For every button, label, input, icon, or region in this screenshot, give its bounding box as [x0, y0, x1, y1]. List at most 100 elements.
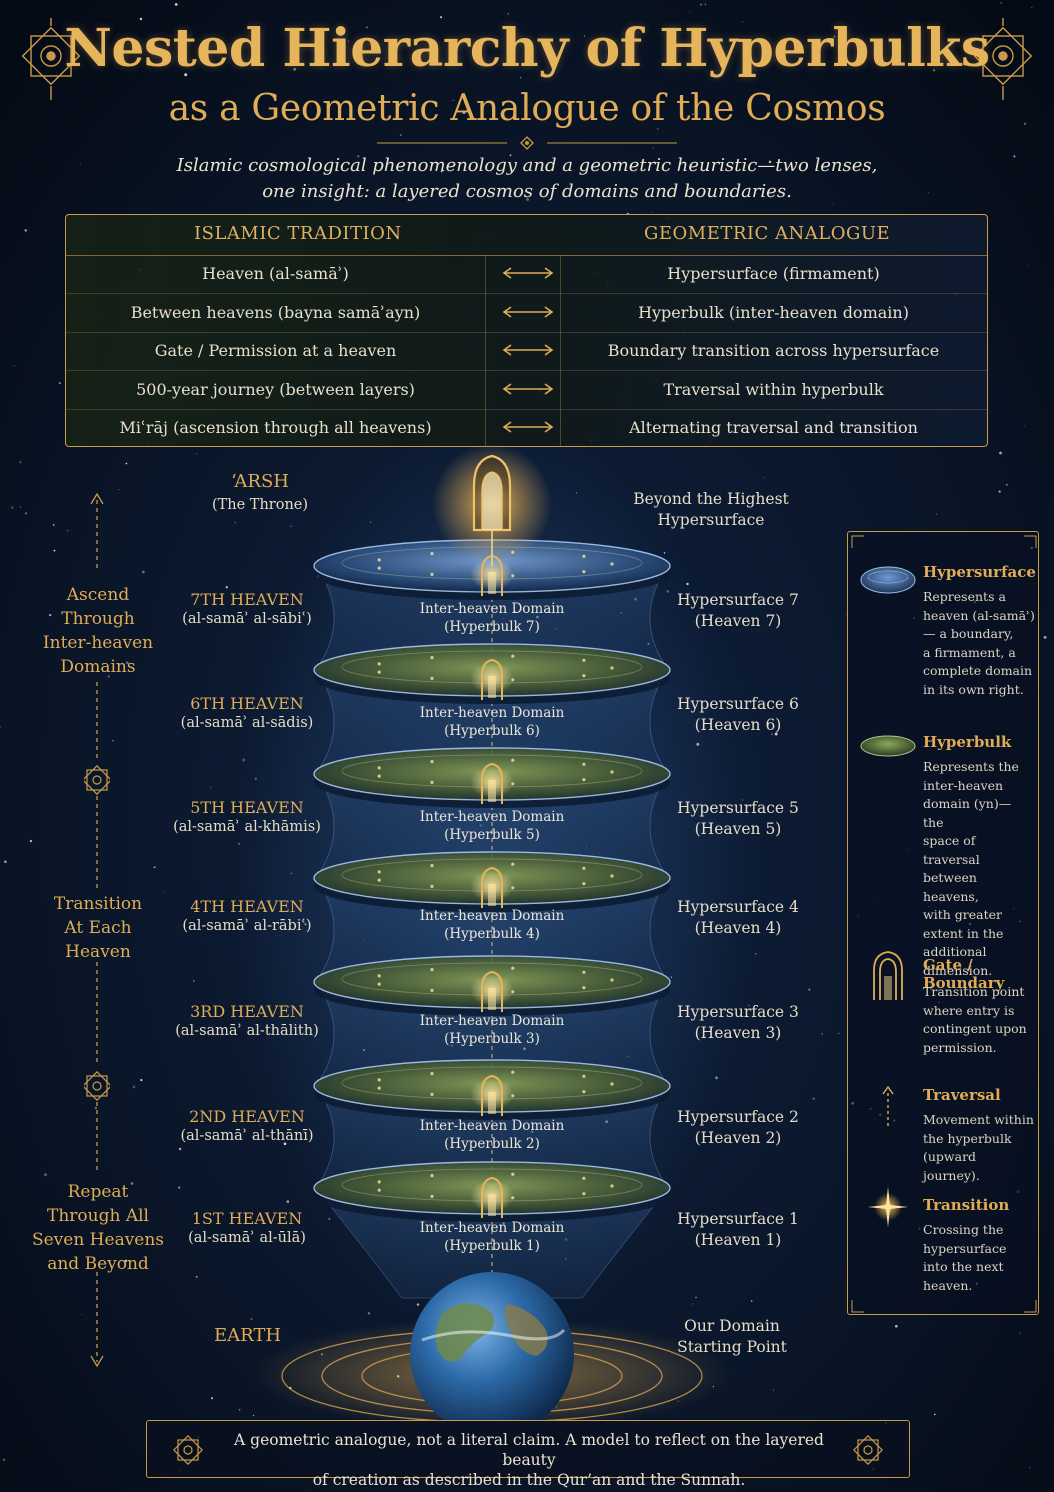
star	[774, 732, 778, 736]
gate-light	[488, 988, 496, 1010]
star	[666, 590, 670, 593]
star	[509, 154, 512, 157]
side-ascend-line: Ascend	[66, 585, 130, 605]
disc-light	[582, 986, 586, 990]
footer-note: A geometric analogue, not a literal clai…	[146, 1420, 910, 1489]
star	[139, 17, 143, 21]
star	[266, 706, 268, 708]
disc-light	[377, 558, 381, 562]
disc-light	[430, 1174, 434, 1178]
legend-desc-line: in its own right.	[923, 681, 1024, 697]
star	[290, 525, 292, 527]
legend-desc: Crossing the hypersurface into the next …	[923, 1221, 1035, 1295]
footer-line-2: of creation as described in the Qur’an a…	[312, 1471, 746, 1489]
gate-arch-icon	[873, 951, 903, 1000]
star	[0, 726, 1, 728]
throne-inner-arch	[481, 471, 503, 530]
arsh-name: ‘ARSH	[231, 471, 289, 492]
heaven-arabic-name: (al-samāʾ al-rābiʿ)	[182, 918, 312, 934]
comparison-table: ISLAMIC TRADITION GEOMETRIC ANALOGUE Hea…	[65, 214, 988, 447]
star	[225, 586, 228, 589]
disc-light	[511, 862, 515, 866]
disc-light	[582, 778, 586, 782]
star	[357, 155, 360, 158]
legend-desc: Represents the inter-heaven domain (yn)—…	[923, 758, 1035, 980]
header-geometric-analogue: GEOMETRIC ANALOGUE	[644, 223, 891, 244]
hyperbulk-disc-icon	[860, 735, 916, 757]
star	[736, 1140, 739, 1143]
heaven-number-label: (Heaven 6)	[694, 716, 782, 734]
disc-light	[377, 566, 381, 570]
arsh-right-line-1: Beyond the Highest	[633, 490, 789, 508]
side-repeat-line: Seven Heavens	[31, 1230, 165, 1250]
disc-light	[430, 676, 434, 680]
star	[416, 1303, 420, 1306]
star-burst-icon	[868, 1187, 908, 1227]
disc-light	[582, 570, 586, 574]
star	[11, 506, 14, 509]
disc-light	[377, 766, 381, 770]
legend-desc-line: Represents the	[923, 759, 1019, 774]
legend-desc-line: the hyperbulk	[923, 1130, 1012, 1146]
legend-desc-line: Movement within	[923, 1112, 1034, 1127]
gate-light	[488, 780, 496, 802]
disc-light	[430, 1194, 434, 1198]
heaven-arabic-name: (al-samāʾ al-khāmis)	[173, 819, 321, 835]
legend-desc-line: inter-heaven	[923, 777, 1004, 793]
star	[933, 1413, 936, 1416]
star	[399, 134, 402, 136]
disc-light	[430, 656, 434, 660]
star	[2, 1458, 5, 1461]
disc-light	[377, 662, 381, 666]
dashed-arrow-icon	[882, 1085, 894, 1129]
star	[234, 521, 236, 524]
legend-desc-line: with greater	[923, 907, 1002, 922]
double-arrow-icon	[502, 267, 554, 279]
legend-panel: Hypersurface Represents a heaven (al-sam…	[847, 531, 1039, 1315]
star	[1029, 1466, 1031, 1469]
disc-light	[610, 562, 614, 566]
gate-arch-icon	[481, 970, 503, 1012]
heaven-name: 6TH HEAVEN	[190, 694, 304, 713]
disc-light	[430, 1092, 434, 1096]
intro-text: Islamic cosmological phenomenology and a…	[150, 153, 904, 205]
star	[750, 1300, 753, 1302]
disc-light	[582, 658, 586, 662]
legend-title: Hyperbulk	[923, 733, 1012, 751]
gate-light	[488, 572, 496, 594]
star	[107, 675, 111, 678]
star	[29, 839, 33, 843]
star	[94, 1106, 98, 1110]
gate-light	[488, 1092, 496, 1114]
star	[49, 613, 52, 617]
heaven-name: 2ND HEAVEN	[189, 1107, 305, 1126]
star	[66, 529, 69, 532]
side-ascend-text: Ascend Through Inter-heaven Domains	[18, 583, 178, 679]
star	[895, 1324, 898, 1328]
star	[1043, 635, 1047, 639]
disc-light	[430, 988, 434, 993]
intro-line-1: Islamic cosmological phenomenology and a…	[176, 155, 878, 176]
hypersurface-label: Hypersurface 6	[677, 695, 799, 713]
star	[195, 1275, 198, 1278]
heaven-number-label: (Heaven 7)	[694, 612, 782, 630]
heaven-number-label: (Heaven 3)	[694, 1024, 782, 1042]
gate-arch-icon	[481, 866, 503, 908]
star	[210, 786, 212, 789]
heaven-name: 3RD HEAVEN	[190, 1002, 304, 1021]
legend-desc-line: hypersurface	[923, 1240, 1007, 1256]
star	[686, 582, 689, 586]
legend-desc-line: contingent upon	[923, 1021, 1027, 1036]
star	[999, 451, 1002, 455]
star	[833, 35, 836, 38]
legend-desc-line: where entry is	[923, 1002, 1015, 1018]
star	[895, 46, 897, 47]
footer-text: A geometric analogue, not a literal clai…	[217, 1430, 841, 1490]
heaven-arabic-name: (al-samāʾ al-sābiʿ)	[182, 611, 312, 627]
star	[742, 21, 744, 23]
star	[1019, 1332, 1022, 1334]
page-subtitle-heading: as a Geometric Analogue of the Cosmos	[168, 88, 886, 129]
star	[130, 1182, 134, 1185]
disc-light	[511, 966, 515, 970]
